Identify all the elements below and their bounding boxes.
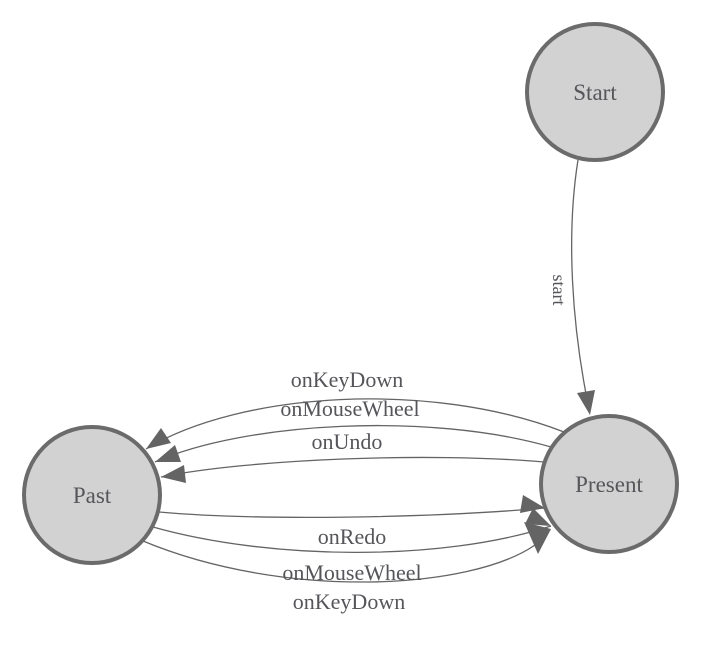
edge-onundo-to-past[interactable]	[160, 456, 545, 478]
arrowhead-onmousewheel-past-icon	[155, 445, 181, 462]
edge-onmousewheel-to-present[interactable]	[152, 525, 552, 553]
node-labels: Start Present Past	[73, 80, 644, 508]
edge-label-onkeydown-to-past: onKeyDown	[291, 367, 403, 392]
edge-lines	[142, 159, 589, 583]
node-label-start: Start	[573, 80, 617, 105]
edge-onredo-to-present[interactable]	[158, 507, 546, 519]
edge-labels: start onKeyDown onMouseWheel onUndo onRe…	[280, 275, 569, 615]
node-label-past: Past	[73, 483, 112, 508]
arrowhead-start-icon	[577, 390, 595, 415]
node-label-present: Present	[575, 472, 643, 497]
edge-start-to-present[interactable]	[571, 159, 589, 405]
arrowhead-onmousewheel-present-icon	[525, 508, 551, 526]
state-node-start[interactable]	[525, 22, 665, 162]
arrowhead-onredo-present-icon	[520, 495, 545, 513]
edge-onmousewheel-to-past[interactable]	[154, 424, 552, 463]
state-node-present[interactable]	[539, 414, 679, 554]
edge-arrowheads	[146, 390, 595, 554]
arrowhead-onkeydown-past-icon	[146, 428, 171, 449]
edge-label-onmousewheel-to-present: onMouseWheel	[282, 560, 421, 585]
edge-label-onundo-to-past: onUndo	[312, 429, 383, 454]
state-node-past[interactable]	[22, 425, 162, 565]
state-nodes	[22, 22, 679, 565]
edge-label-onmousewheel-to-past: onMouseWheel	[280, 396, 419, 421]
edge-label-onkeydown-to-present: onKeyDown	[293, 589, 405, 614]
arrowhead-onkeydown-present-icon	[524, 522, 551, 554]
edge-label-onredo-to-present: onRedo	[318, 524, 386, 549]
edge-onkeydown-to-past[interactable]	[145, 398, 565, 450]
arrowhead-onundo-past-icon	[161, 465, 186, 483]
edge-onkeydown-to-present[interactable]	[142, 540, 536, 583]
edge-label-start: start	[549, 275, 569, 306]
